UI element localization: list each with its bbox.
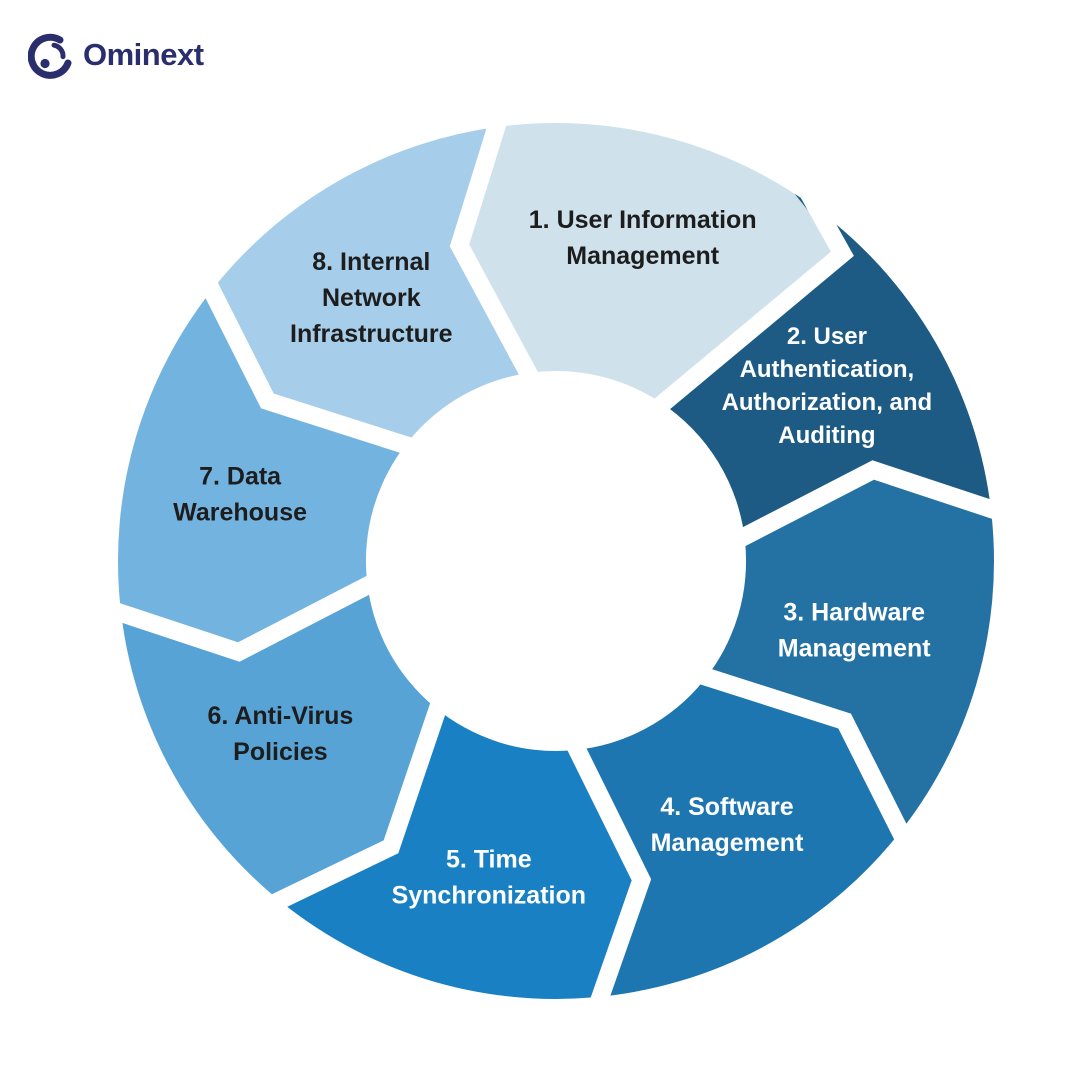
cycle-segment-4 <box>572 680 897 998</box>
cycle-segment-6 <box>120 580 434 897</box>
segment-divider-1-2 <box>647 177 854 419</box>
segment-divider-7-8 <box>196 272 421 458</box>
segment-divider-4-5 <box>563 734 652 1015</box>
cycle-segment-2 <box>659 193 992 542</box>
cycle-segment-5 <box>274 706 642 999</box>
segment-divider-5-6 <box>261 694 451 916</box>
segment-divider-6-7 <box>103 571 384 662</box>
cycle-segment-3 <box>703 470 994 837</box>
cycle-segment-1 <box>459 123 843 402</box>
brand-logo: Ominext <box>28 30 204 80</box>
cycle-segment-8 <box>215 126 533 442</box>
ominext-logo-icon <box>28 33 72 79</box>
segment-divider-2-3 <box>728 460 1009 551</box>
segment-divider-8-1 <box>449 109 543 389</box>
cycle-segment-7 <box>118 285 409 652</box>
brand-name: Ominext <box>83 37 204 72</box>
segment-divider-3-4 <box>691 664 916 850</box>
